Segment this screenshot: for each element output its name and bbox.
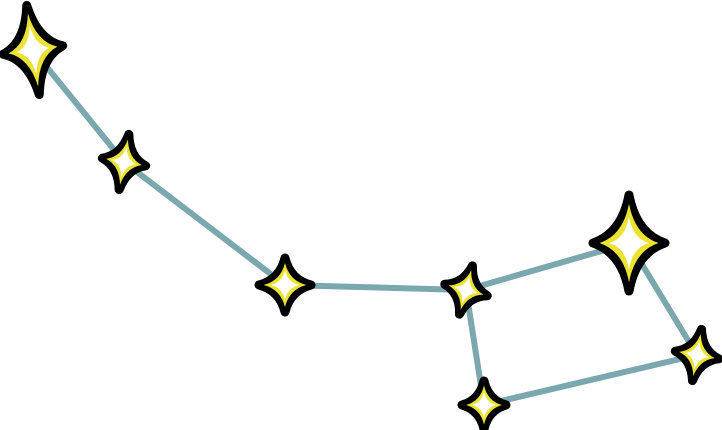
constellation-line: [121, 159, 288, 288]
star-icon: [670, 324, 722, 386]
constellation-lines: [30, 47, 700, 408]
star-icon: [97, 129, 151, 195]
constellation-line: [481, 352, 700, 408]
star-shape: [270, 270, 300, 300]
star-shape: [609, 216, 649, 270]
star-shape: [471, 391, 497, 419]
star-shape: [112, 146, 136, 178]
star-icon: [588, 190, 670, 296]
star-shape: [685, 340, 709, 370]
star-icon: [457, 376, 511, 430]
star-shape: [16, 25, 50, 75]
star-shape: [454, 276, 478, 304]
star-icon: [440, 261, 492, 319]
star-icon: [254, 253, 316, 317]
star-icon: [0, 0, 68, 100]
